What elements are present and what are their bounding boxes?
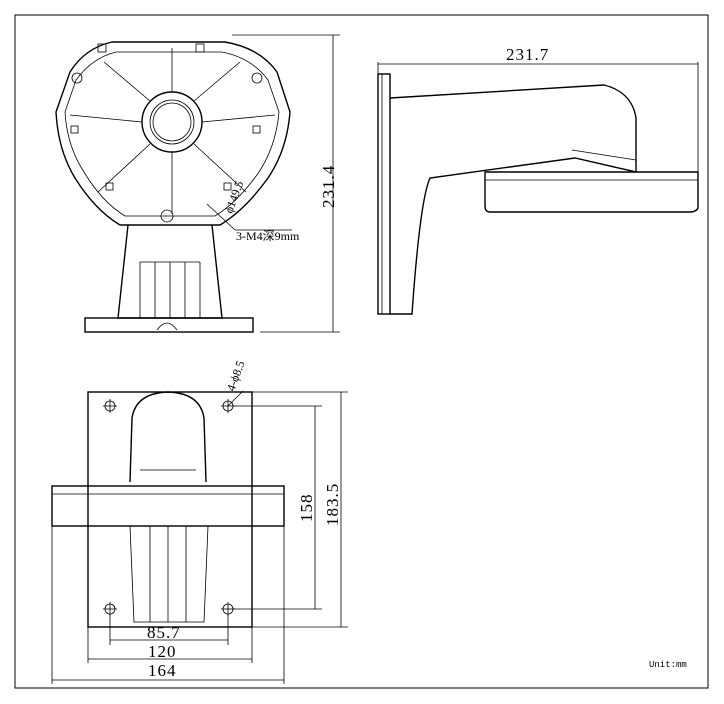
bottom-view <box>51 390 348 684</box>
bottom-hole-y-dim: 158 <box>297 494 316 523</box>
front-view <box>55 34 340 333</box>
bottom-total-width-dim: 164 <box>148 661 177 680</box>
front-diameter-label: ϕ149.5 <box>222 179 247 215</box>
side-view <box>377 62 699 315</box>
drawing-frame <box>14 14 709 689</box>
side-width-dim: 231.7 <box>506 45 549 64</box>
bottom-hole-label: 4-ϕ8.5 <box>224 359 248 393</box>
front-screw-label: 3-M4深9mm <box>236 229 300 243</box>
bottom-hole-x-dim: 85.7 <box>147 623 181 642</box>
unit-label: Unit:mm <box>649 660 687 670</box>
bottom-plate-height-dim: 183.5 <box>323 483 342 526</box>
front-height-dim: 231.4 <box>319 165 338 208</box>
bottom-plate-width-dim: 120 <box>148 642 177 661</box>
